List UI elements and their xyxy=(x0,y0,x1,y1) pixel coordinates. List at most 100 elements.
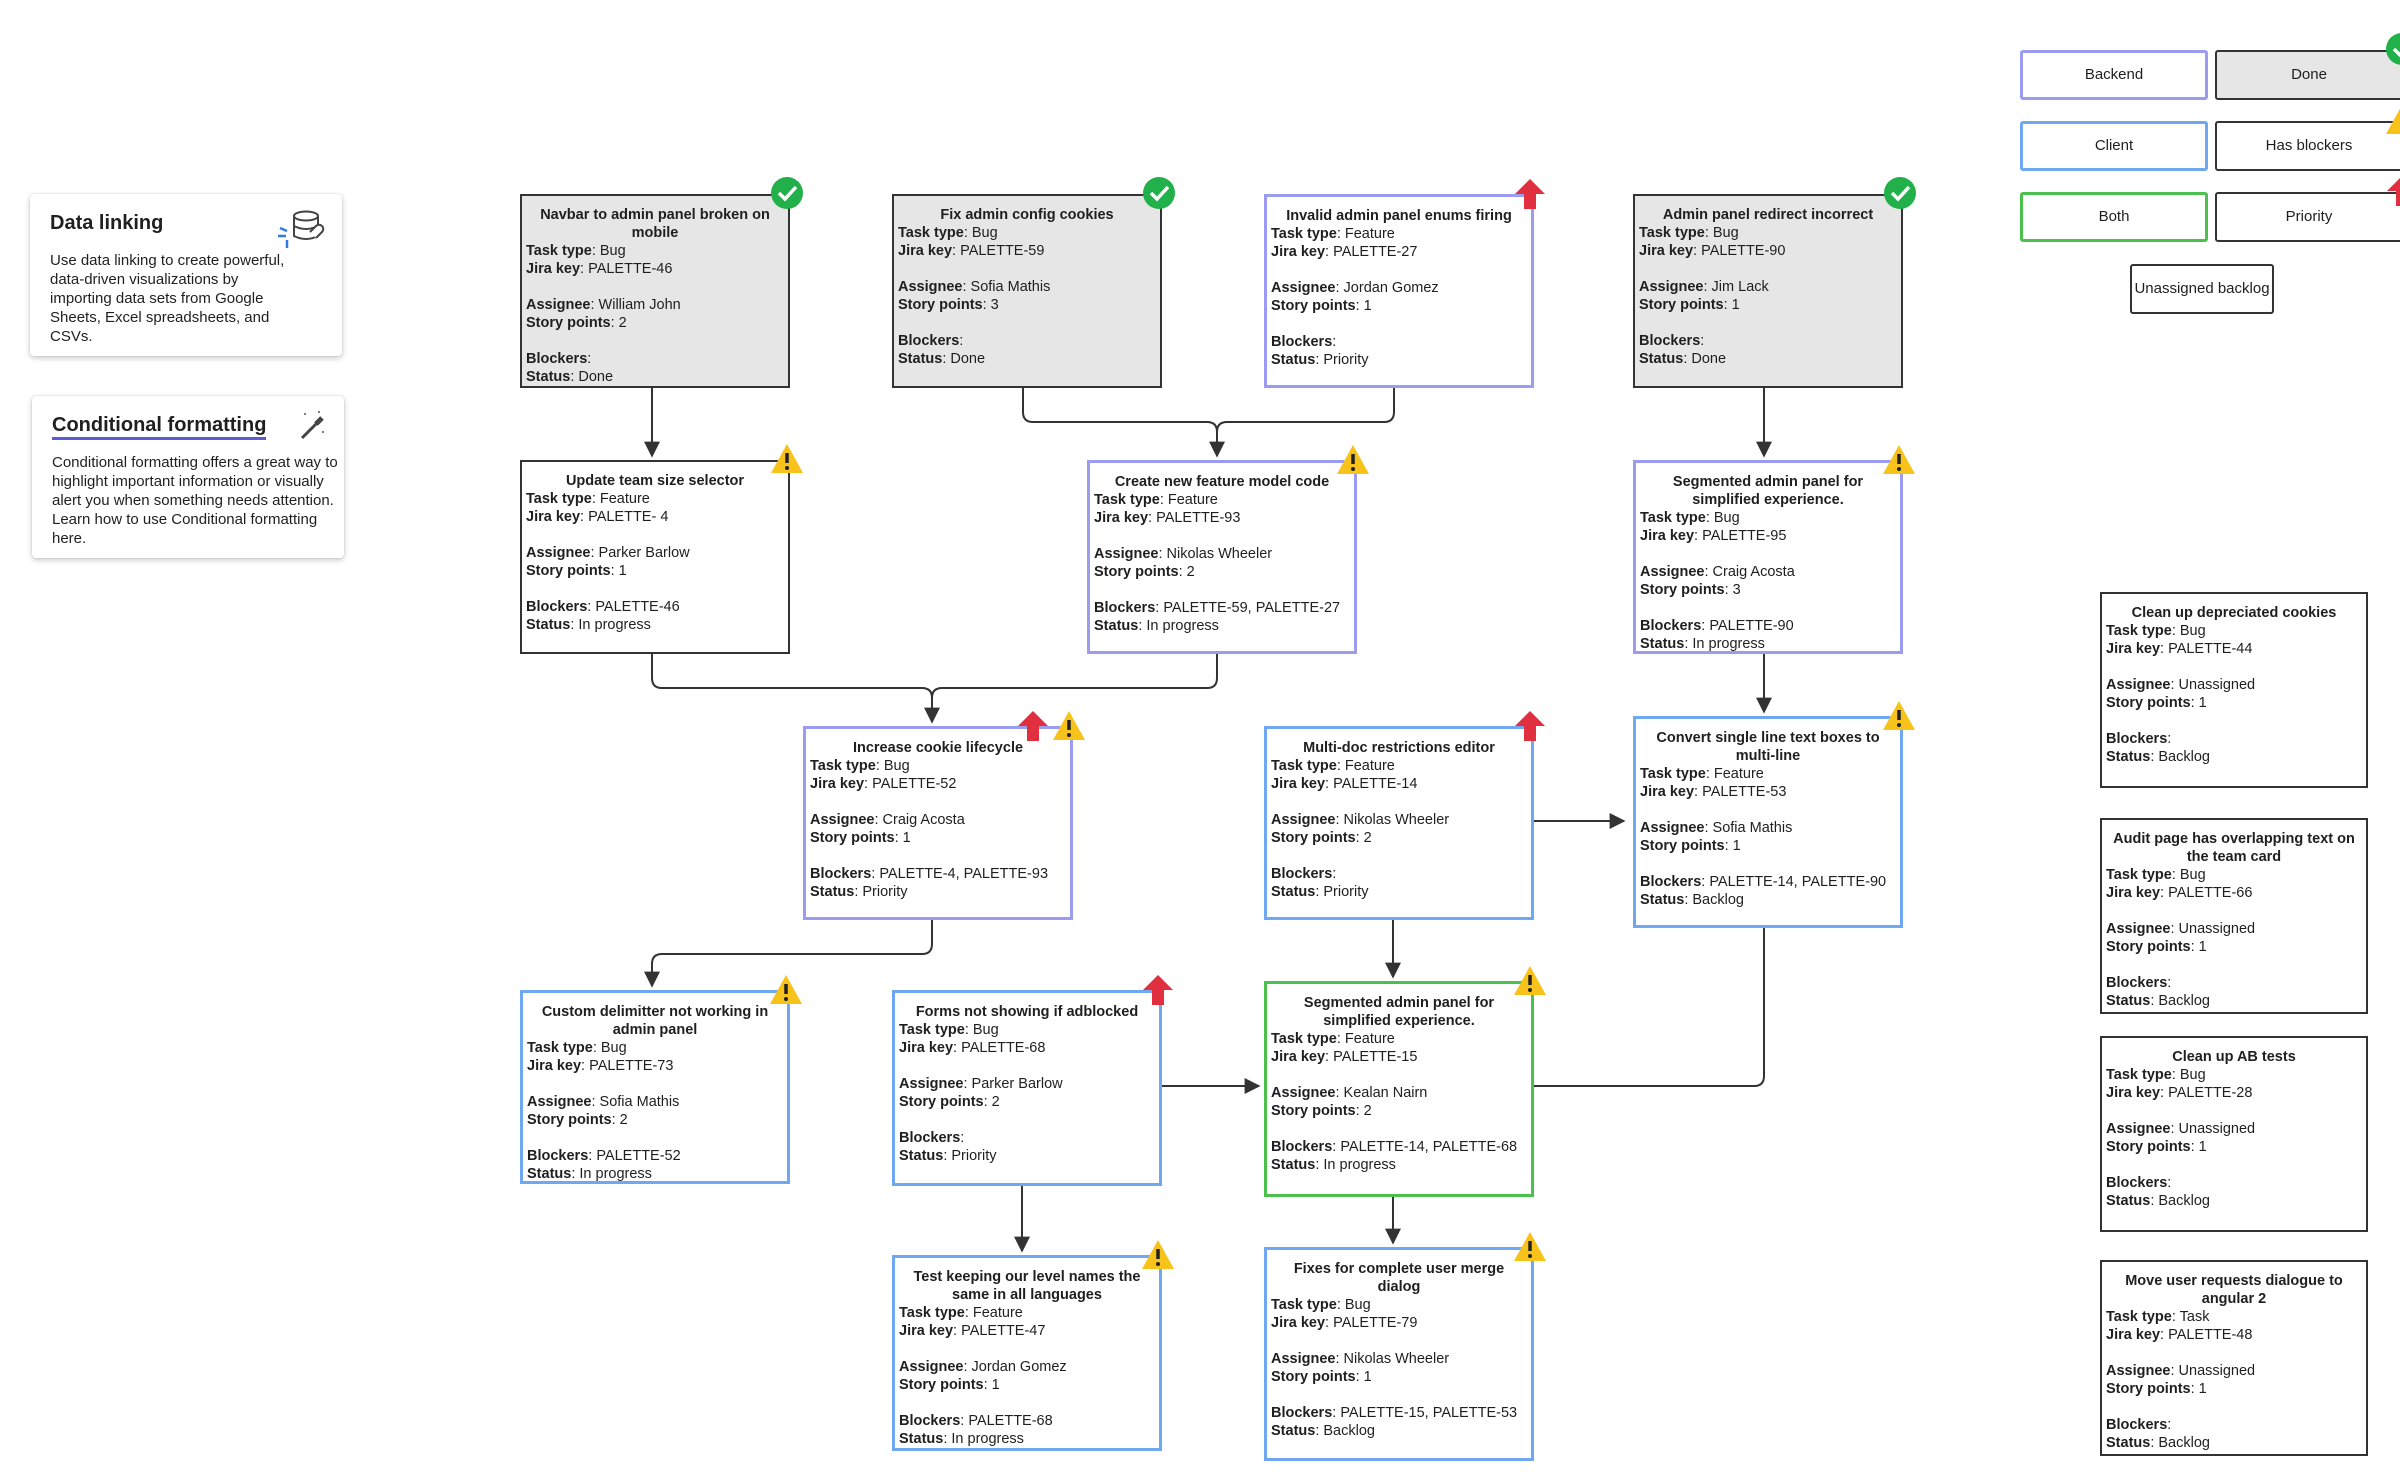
story-points: Story points: 3 xyxy=(1640,582,1741,598)
task-card[interactable]: Segmented admin panel for simplified exp… xyxy=(1264,966,1546,1197)
task-card[interactable]: Segmented admin panel for simplified exp… xyxy=(1633,445,1915,654)
story-points-value: 2 xyxy=(619,1112,628,1128)
status-value: In progress xyxy=(951,1431,1024,1447)
task-type-value: Bug xyxy=(600,1040,627,1056)
status-value: Priority xyxy=(1323,884,1369,900)
task-badges xyxy=(1336,443,1370,477)
spacer xyxy=(899,1394,1155,1412)
story-points-label: Story points xyxy=(898,297,983,313)
status: Status: Priority xyxy=(1271,352,1369,368)
legend-both-label: Both xyxy=(2098,208,2130,225)
story-points-value: 1 xyxy=(2198,1139,2207,1155)
status: Status: Backlog xyxy=(1271,1423,1375,1439)
status-value: In progress xyxy=(1146,618,1219,634)
task-card[interactable]: Move user requests dialogue to angular 2… xyxy=(2100,1260,2368,1456)
status-label: Status xyxy=(1640,892,1685,908)
task-type-label: Task type xyxy=(1271,1031,1337,1047)
task-badges xyxy=(1513,964,1547,998)
task-type: Task type: Bug xyxy=(898,225,998,241)
task-title: Convert single line text boxes to multi-… xyxy=(1656,730,1880,764)
assignee-value: Jordan Gomez xyxy=(971,1359,1067,1375)
blockers: Blockers: PALETTE-15, PALETTE-53 xyxy=(1271,1405,1518,1421)
status-value: Done xyxy=(1691,351,1727,367)
status: Status: Backlog xyxy=(2106,993,2210,1009)
task-type: Task type: Feature xyxy=(1271,226,1395,242)
story-points-label: Story points xyxy=(1639,297,1724,313)
task-type-label: Task type xyxy=(1639,225,1705,241)
status-label: Status xyxy=(1271,1157,1316,1173)
story-points: Story points: 1 xyxy=(810,830,911,846)
task-type: Task type: Feature xyxy=(1271,758,1395,774)
assignee: Assignee: Sofia Mathis xyxy=(1640,820,1793,836)
legend-unassigned-backlog-label: Unassigned backlog xyxy=(2134,280,2270,297)
task-title: Clean up depreciated cookies xyxy=(2131,605,2337,621)
status-value: In progress xyxy=(578,617,651,633)
conditional-formatting-card[interactable]: Conditional formatting Conditional forma… xyxy=(32,396,344,558)
task-type-label: Task type xyxy=(1640,766,1706,782)
warning-icon xyxy=(1514,966,1546,995)
story-points-label: Story points xyxy=(1271,298,1356,314)
story-points-label: Story points xyxy=(899,1377,984,1393)
priority-arrow-icon xyxy=(2385,174,2400,213)
task-card[interactable]: Custom delimitter not working in admin p… xyxy=(520,975,802,1184)
task-card[interactable]: Audit page has overlapping text on the t… xyxy=(2100,818,2368,1014)
spacer xyxy=(1271,793,1527,811)
spacer xyxy=(526,580,784,598)
task-card[interactable]: Convert single line text boxes to multi-… xyxy=(1633,701,1915,928)
task-title: Test keeping our level names the same in… xyxy=(913,1269,1141,1303)
status-label: Status xyxy=(898,351,943,367)
blockers: Blockers: PALETTE-52 xyxy=(527,1148,681,1164)
jira-key-value: PALETTE-15 xyxy=(1333,1049,1418,1065)
status: Status: Backlog xyxy=(1640,892,1744,908)
conditional-formatting-title[interactable]: Conditional formatting xyxy=(52,414,267,440)
database-link-icon xyxy=(274,206,328,259)
spacer xyxy=(1640,599,1896,617)
spacer xyxy=(2106,1102,2362,1120)
task-card[interactable]: Test keeping our level names the same in… xyxy=(892,1240,1174,1451)
assignee: Assignee: Sofia Mathis xyxy=(898,279,1051,295)
blockers-value: PALETTE-15, PALETTE-53 xyxy=(1340,1405,1518,1421)
status-value: Backlog xyxy=(1323,1423,1375,1439)
jira-key-value: PALETTE-93 xyxy=(1156,510,1241,526)
spacer xyxy=(899,1340,1155,1358)
data-linking-card[interactable]: Data linking Use data linking to create … xyxy=(30,194,342,356)
story-points-label: Story points xyxy=(899,1094,984,1110)
connector-27-to-93 xyxy=(1216,388,1395,433)
status-label: Status xyxy=(899,1148,944,1164)
story-points-value: 2 xyxy=(618,315,627,331)
priority-arrow-icon xyxy=(1143,975,1173,1005)
task-type-value: Feature xyxy=(1713,766,1764,782)
status-value: Priority xyxy=(1323,352,1369,368)
blockers-label: Blockers xyxy=(898,333,960,349)
task-badges xyxy=(1513,709,1547,743)
assignee: Assignee: Nikolas Wheeler xyxy=(1271,1351,1450,1367)
status: Status: Priority xyxy=(899,1148,997,1164)
story-points-value: 3 xyxy=(1732,582,1741,598)
status: Status: In progress xyxy=(526,617,651,633)
assignee-value: Nikolas Wheeler xyxy=(1343,1351,1450,1367)
status: Status: Done xyxy=(898,351,986,367)
spacer xyxy=(1640,855,1896,873)
jira-key-value: PALETTE-14 xyxy=(1333,776,1418,792)
story-points: Story points: 2 xyxy=(1271,1103,1372,1119)
assignee-value: Unassigned xyxy=(2178,1121,2256,1137)
assignee-label: Assignee xyxy=(527,1094,592,1110)
story-points: Story points: 2 xyxy=(527,1112,628,1128)
legend-has-blockers-label: Has blockers xyxy=(2265,137,2353,154)
task-type-value: Feature xyxy=(1344,758,1395,774)
status: Status: In progress xyxy=(1271,1157,1396,1173)
story-points-label: Story points xyxy=(2106,1381,2191,1397)
spacer xyxy=(2106,712,2362,730)
